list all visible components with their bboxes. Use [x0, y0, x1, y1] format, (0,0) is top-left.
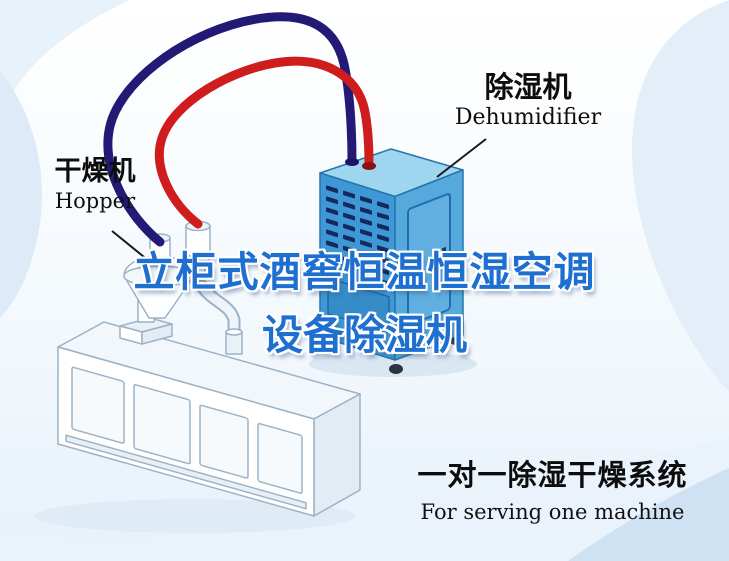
- main-title-line2: 设备除湿机: [262, 311, 467, 359]
- dehumidifier-illustration: [319, 148, 464, 374]
- callout-line-dehumidifier: [436, 138, 487, 178]
- callout-line-hopper: [111, 230, 150, 262]
- caption: 一对一除湿干燥系统 For serving one machine: [400, 452, 705, 524]
- main-title: 立柜式酒窖恒温恒湿空调 设备除湿机: [0, 238, 729, 361]
- main-title-line1: 立柜式酒窖恒温恒湿空调: [133, 248, 596, 296]
- pipe-connector-red: [362, 162, 376, 170]
- caption-zh: 一对一除湿干燥系统: [417, 458, 688, 492]
- dehumidifier-shadow: [309, 351, 477, 377]
- extruder-shadow: [35, 499, 355, 533]
- cabinet-door: [407, 193, 451, 326]
- pipe-connector-blue: [345, 158, 359, 166]
- dehumidifier-label-en: Dehumidifier: [454, 105, 602, 131]
- vent-grille: [326, 185, 390, 334]
- pipe-supply-red: [154, 56, 374, 229]
- dehumidifier-label: 除湿机 Dehumidifier: [448, 72, 608, 131]
- hopper-label: 干燥机 Hopper: [40, 156, 150, 214]
- extruder-illustration: [57, 220, 361, 517]
- hopper-illustration: [123, 233, 195, 319]
- casters: [324, 337, 462, 374]
- caption-en: For serving one machine: [420, 500, 685, 524]
- hopper-label-en: Hopper: [54, 189, 136, 214]
- dehumidifier-label-zh: 除湿机: [484, 70, 572, 104]
- hopper-label-zh: 干燥机: [54, 156, 136, 187]
